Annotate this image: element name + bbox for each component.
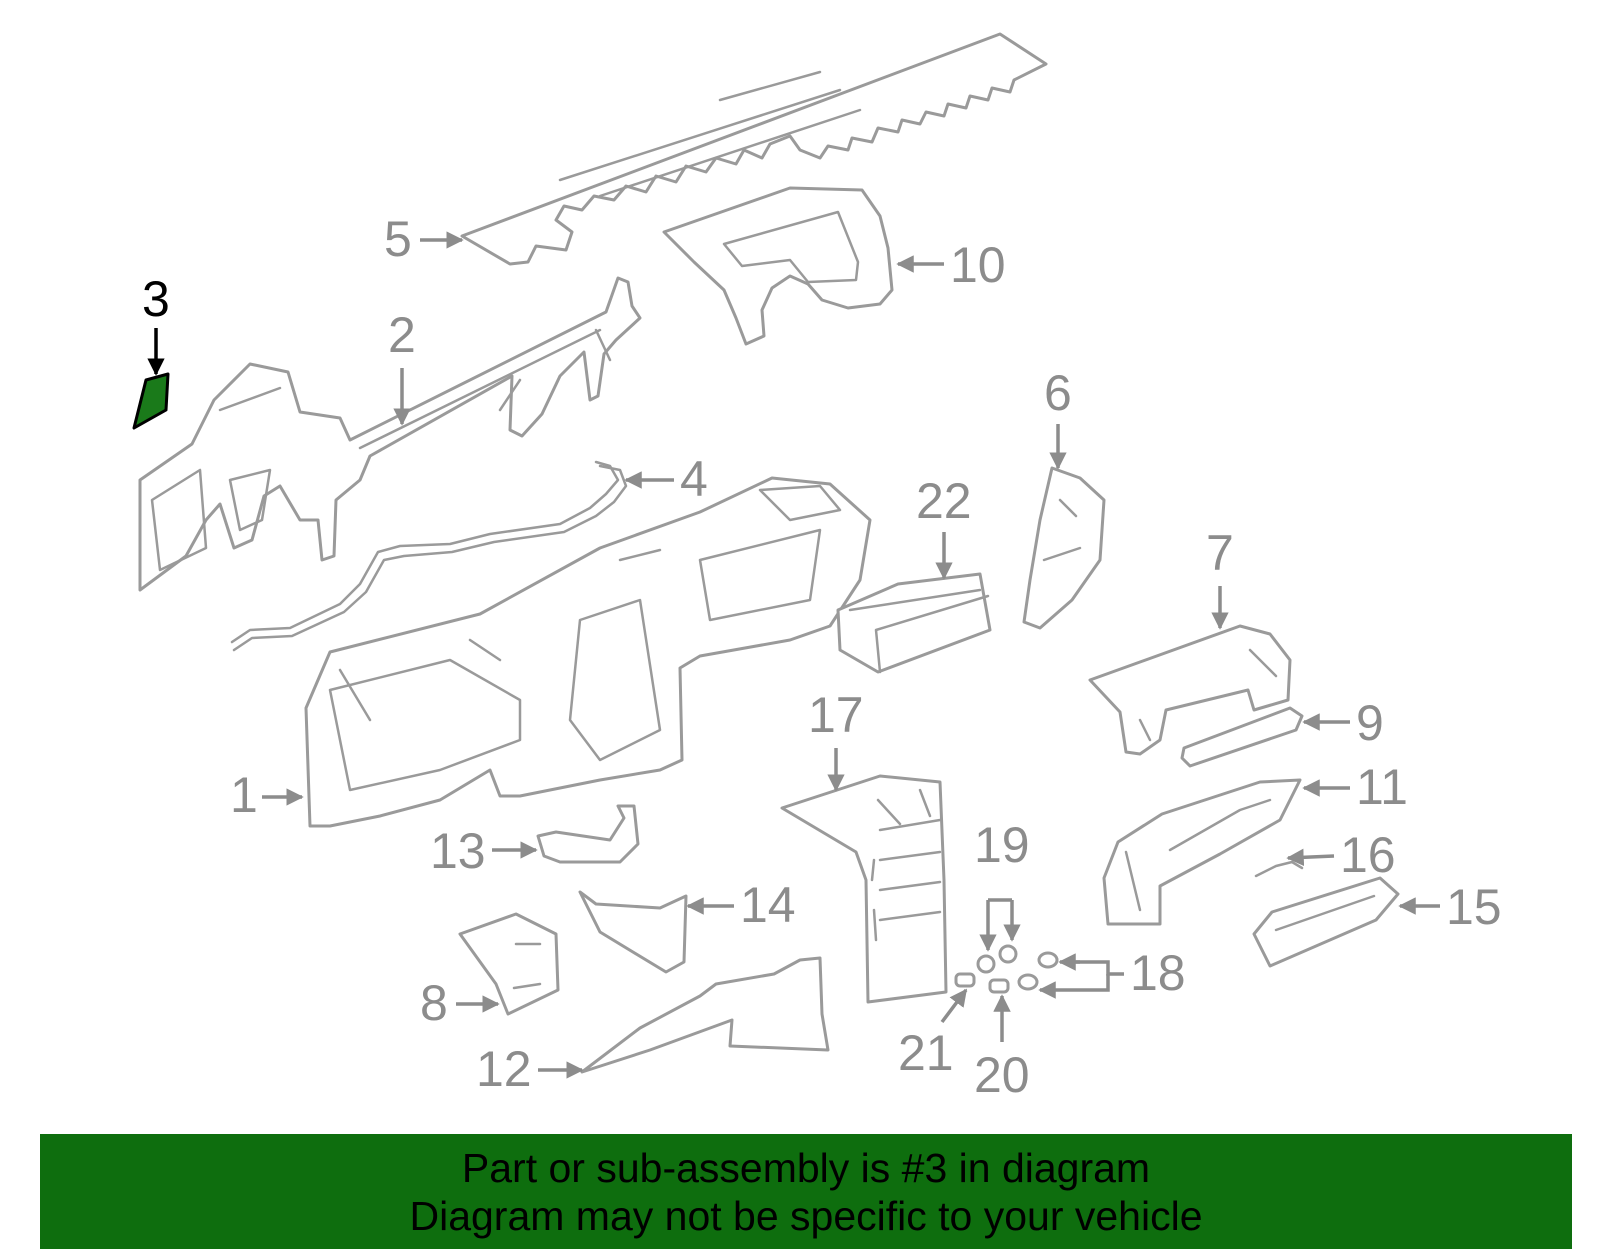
banner-line-highlight: Part or sub-assembly is #3 in diagram: [461, 1145, 1151, 1191]
part-9-trim-strip[interactable]: [1180, 706, 1304, 768]
part-21-bulb[interactable]: [954, 972, 976, 988]
callout-15: 15: [1398, 879, 1502, 935]
part-13-duct[interactable]: [536, 804, 640, 864]
svg-text:12: 12: [476, 1041, 532, 1097]
part-17-center-stack[interactable]: [780, 774, 948, 1004]
part-15-glove-box-bin[interactable]: [1252, 876, 1400, 968]
part-22-storage-bin[interactable]: [836, 572, 992, 674]
callout-7: 7: [1206, 525, 1234, 630]
svg-text:19: 19: [974, 817, 1030, 873]
callout-20: 20: [974, 994, 1030, 1103]
callout-5: 5: [384, 211, 464, 267]
svg-text:17: 17: [808, 687, 864, 743]
svg-text:22: 22: [916, 473, 972, 529]
callout-6: 6: [1044, 365, 1072, 470]
callout-22: 22: [916, 473, 972, 580]
part-14-knee-panel[interactable]: [578, 890, 688, 974]
svg-text:18: 18: [1130, 945, 1186, 1001]
part-18-knob-pair[interactable]: [1017, 951, 1059, 991]
callout-2: 2: [388, 307, 416, 426]
callout-10: 10: [896, 237, 1006, 293]
part-3-highlighted-bracket[interactable]: [132, 372, 170, 430]
svg-text:10: 10: [950, 237, 1006, 293]
callout-3-highlighted: 3: [142, 271, 170, 376]
callout-18: 18: [1038, 945, 1186, 1001]
svg-text:21: 21: [898, 1025, 954, 1081]
callout-11: 11: [1302, 759, 1408, 815]
callout-13: 13: [430, 823, 538, 879]
svg-text:8: 8: [420, 975, 448, 1031]
svg-text:11: 11: [1356, 759, 1408, 815]
part-2-cross-car-beam[interactable]: [138, 276, 642, 592]
part-11-glove-box-door[interactable]: [1102, 778, 1302, 926]
svg-text:5: 5: [384, 211, 412, 267]
svg-text:2: 2: [388, 307, 416, 363]
callout-14: 14: [686, 877, 796, 933]
callout-8: 8: [420, 975, 500, 1031]
svg-text:6: 6: [1044, 365, 1072, 421]
svg-text:7: 7: [1206, 525, 1234, 581]
svg-text:20: 20: [974, 1047, 1030, 1103]
part-5-dash-top-pad[interactable]: [460, 32, 1048, 266]
callout-16: 16: [1286, 827, 1396, 883]
part-20-bulb[interactable]: [988, 978, 1010, 994]
svg-text:4: 4: [680, 451, 708, 507]
info-banner: Part or sub-assembly is #3 in diagram Di…: [40, 1134, 1572, 1249]
svg-text:13: 13: [430, 823, 486, 879]
part-19-knob-pair[interactable]: [976, 944, 1018, 974]
svg-text:3: 3: [142, 271, 170, 327]
part-1-instrument-panel[interactable]: [304, 476, 872, 828]
banner-line-disclaimer: Diagram may not be specific to your vehi…: [409, 1193, 1203, 1239]
callout-4: 4: [624, 451, 708, 507]
callout-19: 19: [974, 817, 1030, 952]
svg-text:1: 1: [230, 767, 258, 823]
part-6-side-trim[interactable]: [1022, 466, 1106, 630]
callout-1: 1: [230, 767, 304, 823]
part-16-latch[interactable]: [1254, 860, 1304, 878]
part-4-wire-harness[interactable]: [230, 460, 628, 652]
svg-text:15: 15: [1446, 879, 1502, 935]
part-12-lower-trim[interactable]: [580, 956, 830, 1074]
callout-9: 9: [1302, 695, 1384, 751]
part-10-cluster-bezel[interactable]: [662, 186, 894, 346]
part-8-switch-bezel[interactable]: [458, 912, 560, 1016]
callout-21: 21: [898, 988, 968, 1081]
part-7-upper-bezel[interactable]: [1088, 624, 1292, 756]
svg-text:16: 16: [1340, 827, 1396, 883]
svg-text:14: 14: [740, 877, 796, 933]
svg-text:9: 9: [1356, 695, 1384, 751]
callout-17: 17: [808, 687, 864, 792]
callout-12: 12: [476, 1041, 584, 1097]
